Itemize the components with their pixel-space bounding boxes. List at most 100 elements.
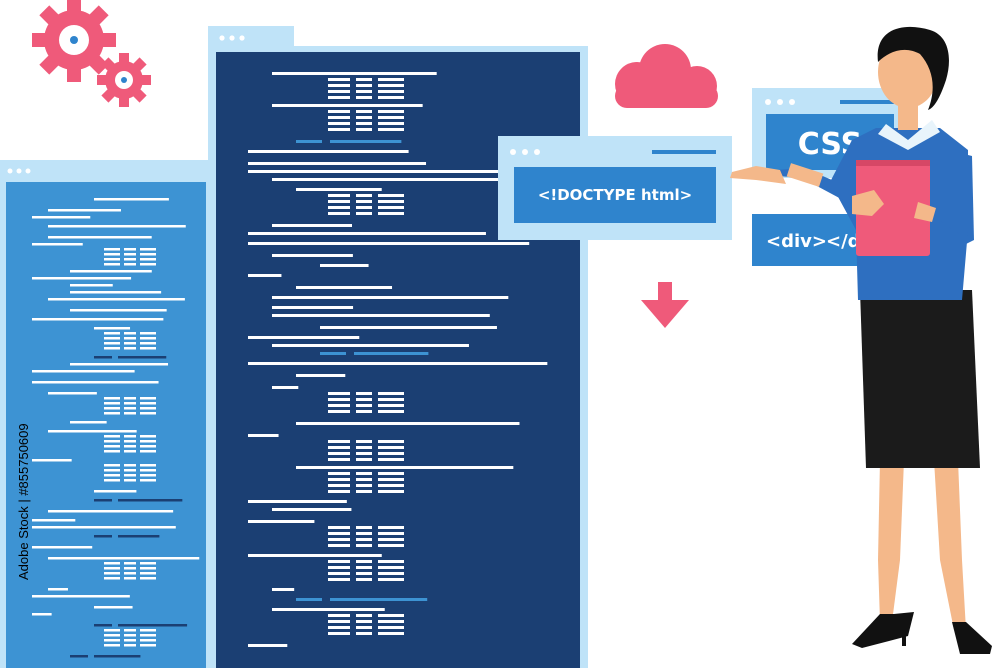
- code-line: [378, 478, 404, 481]
- code-line: [378, 632, 404, 635]
- code-line: [356, 458, 372, 461]
- code-line: [104, 412, 120, 415]
- code-line: [124, 562, 136, 565]
- code-line: [328, 96, 350, 99]
- code-line: [328, 458, 350, 461]
- code-line: [94, 655, 141, 658]
- code-line: [94, 327, 131, 330]
- code-line: [354, 352, 429, 355]
- code-line: [248, 644, 288, 647]
- code-line: [328, 110, 350, 113]
- code-line: [140, 342, 156, 345]
- code-line: [328, 632, 350, 635]
- code-line: [124, 332, 136, 335]
- code-line: [356, 572, 372, 575]
- code-line: [248, 232, 486, 235]
- code-line: [320, 264, 369, 267]
- code-line: [296, 374, 346, 377]
- code-line: [118, 535, 160, 538]
- code-line: [356, 478, 372, 481]
- code-line: [104, 562, 120, 565]
- code-line: [104, 644, 120, 647]
- code-line: [328, 452, 350, 455]
- code-line: [104, 342, 120, 345]
- code-line: [378, 212, 404, 215]
- code-line: [124, 435, 136, 438]
- code-line: [94, 490, 137, 493]
- code-line: [248, 170, 533, 173]
- code-line: [48, 209, 121, 212]
- cloud-icon: [615, 44, 718, 108]
- code-line: [104, 445, 120, 448]
- code-line: [356, 560, 372, 563]
- code-line: [94, 499, 112, 502]
- code-line: [124, 469, 136, 472]
- code-line: [378, 440, 404, 443]
- code-line: [124, 644, 136, 647]
- code-line: [356, 620, 372, 623]
- code-line: [118, 624, 188, 627]
- stock-id-label: Adobe Stock | #855750609: [16, 423, 31, 580]
- code-line: [140, 634, 156, 637]
- code-line: [124, 248, 136, 251]
- code-line: [328, 538, 350, 541]
- code-line: [32, 381, 159, 384]
- code-line: [356, 410, 372, 413]
- code-line: [104, 634, 120, 637]
- code-line: [328, 526, 350, 529]
- code-line: [248, 434, 279, 437]
- code-line: [32, 216, 91, 219]
- code-line: [356, 440, 372, 443]
- code-line: [124, 402, 136, 405]
- code-line: [32, 243, 83, 246]
- code-line: [104, 248, 120, 251]
- code-line: [356, 526, 372, 529]
- code-line: [328, 614, 350, 617]
- code-line: [378, 620, 404, 623]
- code-line: [328, 544, 350, 547]
- code-line: [124, 572, 136, 575]
- code-line: [378, 78, 404, 81]
- code-line: [140, 464, 156, 467]
- code-line: [328, 620, 350, 623]
- code-line: [272, 104, 423, 107]
- code-line: [104, 440, 120, 443]
- code-line: [328, 446, 350, 449]
- code-line: [140, 263, 156, 266]
- code-line: [70, 421, 107, 424]
- code-line: [378, 404, 404, 407]
- window-dots-icon: [765, 99, 795, 105]
- code-line: [104, 464, 120, 467]
- code-line: [272, 296, 509, 299]
- code-line: [124, 407, 136, 410]
- code-line: [48, 557, 200, 560]
- div-closing-label: </d: [826, 231, 861, 252]
- code-line: [272, 224, 353, 227]
- window-dots-icon: [510, 149, 540, 155]
- code-line: [104, 258, 120, 261]
- code-line: [70, 270, 152, 273]
- code-line: [328, 566, 350, 569]
- code-line: [70, 363, 169, 366]
- left-code-lines: [32, 198, 200, 658]
- code-line: [378, 526, 404, 529]
- code-line: [48, 225, 186, 228]
- code-line: [356, 472, 372, 475]
- code-line: [378, 110, 404, 113]
- code-line: [124, 263, 136, 266]
- code-line: [48, 236, 152, 239]
- code-line: [104, 474, 120, 477]
- code-line: [356, 404, 372, 407]
- code-line: [94, 624, 112, 627]
- code-line: [356, 200, 372, 203]
- code-line: [356, 194, 372, 197]
- code-line: [140, 450, 156, 453]
- code-line: [356, 484, 372, 487]
- code-line: [328, 84, 350, 87]
- code-line: [32, 370, 135, 373]
- code-line: [356, 116, 372, 119]
- code-line: [378, 538, 404, 541]
- code-line: [124, 445, 136, 448]
- code-line: [140, 248, 156, 251]
- code-line: [48, 510, 174, 513]
